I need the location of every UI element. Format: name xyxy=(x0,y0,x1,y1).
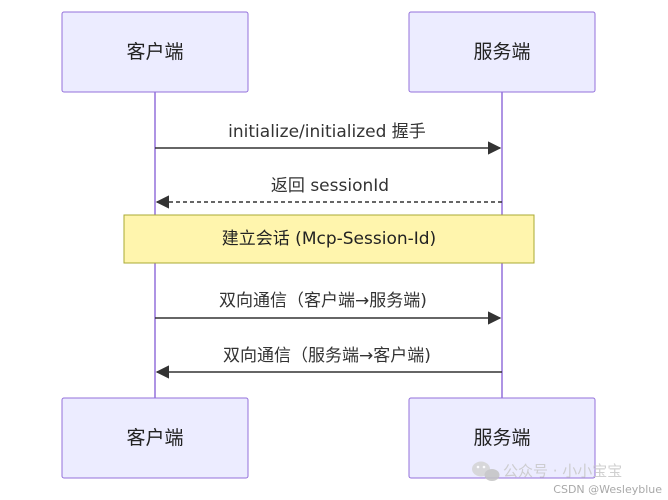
client-actor-bottom: 客户端 xyxy=(61,397,249,479)
client-actor-label: 客户端 xyxy=(126,41,183,63)
message-handshake-label: initialize/initialized 握手 xyxy=(228,122,426,142)
watermark-credit: CSDN @Wesleyblue xyxy=(553,483,662,496)
client-actor-top: 客户端 xyxy=(61,11,249,93)
server-actor-top: 服务端 xyxy=(408,11,596,93)
message-bidirectional-2-label: 双向通信（服务端→客户端) xyxy=(223,346,431,366)
watermark-account: 公众号 · 小小宝宝 xyxy=(503,462,622,480)
session-note: 建立会话 (Mcp-Session-Id) xyxy=(123,214,535,264)
server-actor-label: 服务端 xyxy=(473,41,530,63)
server-actor-bottom-label: 服务端 xyxy=(473,427,530,449)
server-actor-bottom: 服务端 xyxy=(408,397,596,479)
watermark: 公众号 · 小小宝宝 CSDN @Wesleyblue xyxy=(472,461,662,496)
message-bidirectional-1-label: 双向通信（客户端→服务端) xyxy=(219,291,427,311)
message-handshake: initialize/initialized 握手 xyxy=(155,122,502,155)
message-bidirectional-1: 双向通信（客户端→服务端) xyxy=(155,291,502,325)
session-note-label: 建立会话 (Mcp-Session-Id) xyxy=(222,229,436,249)
wechat-icon xyxy=(472,461,500,481)
message-bidirectional-2: 双向通信（服务端→客户端) xyxy=(155,346,502,379)
message-session-id-label: 返回 sessionId xyxy=(271,176,389,196)
message-session-id: 返回 sessionId xyxy=(155,176,502,209)
client-actor-bottom-label: 客户端 xyxy=(126,427,183,449)
